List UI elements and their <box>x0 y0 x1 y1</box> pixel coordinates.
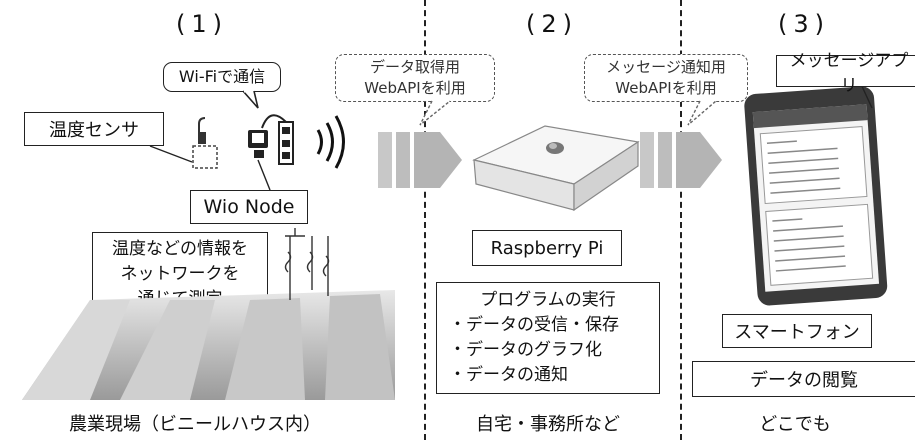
program-title: プログラムの実行 <box>480 290 616 310</box>
message-app-label: メッセージアプリ <box>776 51 915 96</box>
stage-2-caption: 自宅・事務所など <box>476 414 620 435</box>
notify-api-line-2: WebAPIを利用 <box>615 79 717 97</box>
raspberry-pi-label: Raspberry Pi <box>472 230 622 266</box>
program-item-receive: ・データの受信・保存 <box>449 315 619 335</box>
stage-1-number: (1) <box>176 10 228 38</box>
data-api-line-2: WebAPIを利用 <box>364 79 466 97</box>
stage-3-number: (3) <box>778 10 830 38</box>
program-item-notify: ・データの通知 <box>449 365 568 385</box>
measure-line-2: ネットワークを <box>120 263 240 284</box>
smartphone-label: スマートフォン <box>722 314 872 348</box>
program-item-graph: ・データのグラフ化 <box>449 340 602 360</box>
data-api-line-1: データ取得用 <box>369 58 460 76</box>
stage-2-number: (2) <box>526 10 578 38</box>
data-api-bubble: データ取得用 WebAPIを利用 <box>335 54 495 102</box>
data-viewing-label: データの閲覧 <box>692 361 915 397</box>
stage-divider-2 <box>680 0 682 440</box>
wio-node-label: Wio Node <box>190 190 308 224</box>
stage-3-caption: どこでも <box>759 414 831 435</box>
wifi-bubble: Wi-Fiで通信 <box>163 62 281 92</box>
notify-api-line-1: メッセージ通知用 <box>606 58 726 76</box>
notify-api-bubble: メッセージ通知用 WebAPIを利用 <box>584 54 748 102</box>
measure-line-1: 温度などの情報を <box>112 238 248 259</box>
program-execution-box: プログラムの実行 ・データの受信・保存 ・データのグラフ化 ・データの通知 <box>436 282 660 394</box>
stage-divider-1 <box>424 0 426 440</box>
temp-sensor-label: 温度センサ <box>24 112 164 146</box>
stage-1-caption: 農業現場（ビニールハウス内） <box>69 414 321 435</box>
